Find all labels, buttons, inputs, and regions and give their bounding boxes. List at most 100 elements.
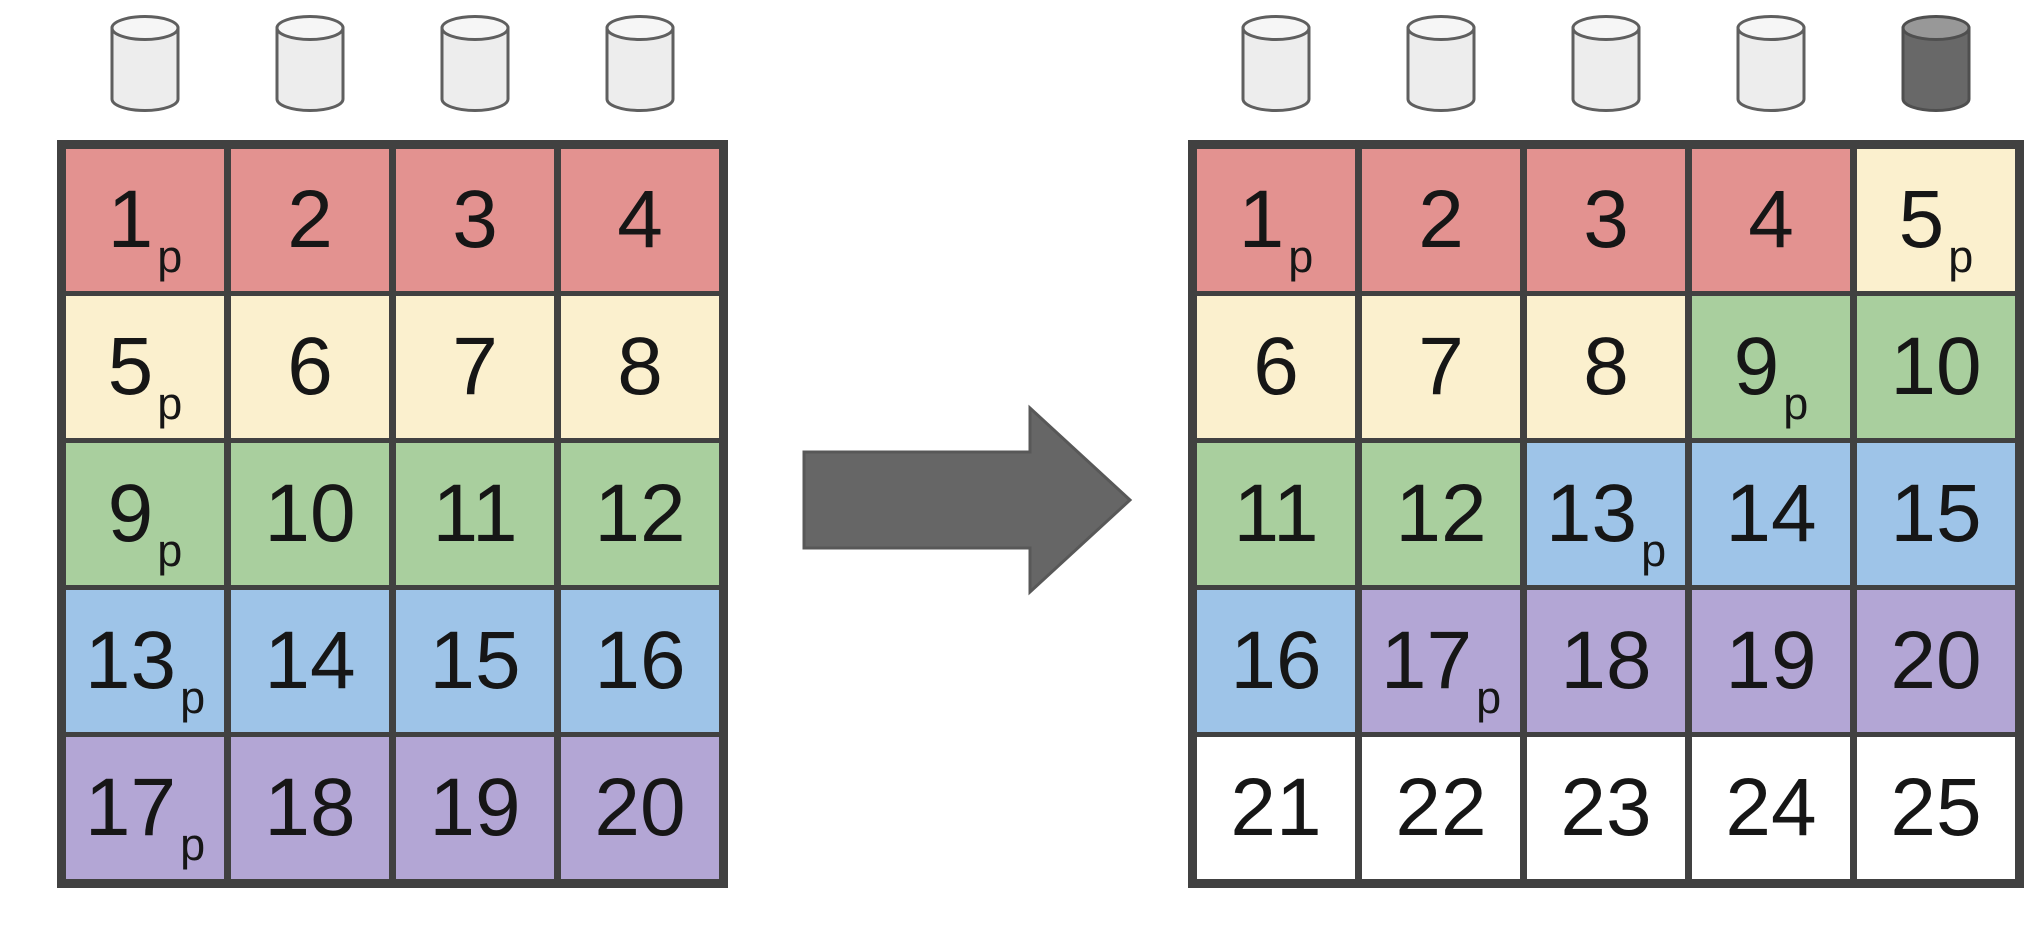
disk-icon <box>275 15 345 112</box>
partition-cell: 8 <box>561 296 719 438</box>
partition-cell: 16 <box>1197 590 1355 732</box>
partition-cell: 4 <box>1692 149 1850 291</box>
partition-cell: 7 <box>396 296 554 438</box>
partition-cell: 10 <box>231 443 389 585</box>
partition-cell: 11 <box>396 443 554 585</box>
partition-cell: 3 <box>396 149 554 291</box>
disk-icon <box>1406 15 1476 112</box>
partition-number: 3 <box>1583 174 1629 265</box>
partition-cell: 6 <box>231 296 389 438</box>
partition-number: 18 <box>264 762 356 853</box>
partition-cell: 14 <box>1692 443 1850 585</box>
partition-cell: 15 <box>396 590 554 732</box>
partition-number: 13 <box>1545 468 1638 559</box>
partition-number: 8 <box>1583 321 1629 412</box>
partition-cell: 15 <box>1857 443 2015 585</box>
partition-number: 23 <box>1560 762 1652 853</box>
partition-number: 1 <box>107 174 154 265</box>
disk-icon <box>440 15 510 112</box>
partition-cell: 7 <box>1362 296 1520 438</box>
primary-subscript: p <box>1783 377 1809 429</box>
partition-number: 19 <box>1725 615 1817 706</box>
partition-cell: 11 <box>1197 443 1355 585</box>
partition-number: 9 <box>1733 321 1780 412</box>
disk-icon <box>1241 15 1311 112</box>
partition-number: 11 <box>432 468 518 559</box>
rebalance-arrow <box>800 400 1135 600</box>
partition-cell: 19 <box>396 737 554 879</box>
primary-subscript: p <box>1476 671 1502 723</box>
primary-subscript: p <box>180 671 206 723</box>
primary-subscript: p <box>157 524 183 576</box>
partition-cell: 19 <box>1692 590 1850 732</box>
partition-number: 10 <box>264 468 356 559</box>
partition-number: 14 <box>1725 468 1817 559</box>
partition-number: 4 <box>1748 174 1794 265</box>
partition-number: 4 <box>617 174 663 265</box>
partition-number: 9 <box>107 468 154 559</box>
partition-number: 24 <box>1725 762 1817 853</box>
partition-number: 20 <box>594 762 686 853</box>
partition-number: 17 <box>1380 615 1473 706</box>
partition-cell: 18 <box>231 737 389 879</box>
partition-cell: 8 <box>1527 296 1685 438</box>
new-disk-icon <box>1901 15 1971 112</box>
partition-number: 25 <box>1890 762 1982 853</box>
partition-number: 19 <box>429 762 521 853</box>
partition-number: 15 <box>1890 468 1982 559</box>
partition-number: 16 <box>594 615 686 706</box>
partition-number: 22 <box>1395 762 1487 853</box>
partition-number: 1 <box>1238 174 1285 265</box>
partition-number: 10 <box>1890 321 1982 412</box>
partition-number: 13 <box>84 615 177 706</box>
partition-number: 2 <box>287 174 333 265</box>
primary-subscript: p <box>1948 230 1974 282</box>
partition-cell: 3 <box>1527 149 1685 291</box>
partition-cell: 24 <box>1692 737 1850 879</box>
partition-cell: 25 <box>1857 737 2015 879</box>
partition-number: 6 <box>1253 321 1299 412</box>
primary-subscript: p <box>157 377 183 429</box>
partition-number: 18 <box>1560 615 1652 706</box>
partition-cell: 22 <box>1362 737 1520 879</box>
primary-subscript: p <box>1641 524 1667 576</box>
partition-number: 17 <box>84 762 177 853</box>
partition-number: 20 <box>1890 615 1982 706</box>
partition-cell: 2 <box>231 149 389 291</box>
partition-number: 14 <box>264 615 356 706</box>
disk-icon <box>110 15 180 112</box>
disk-icon <box>1571 15 1641 112</box>
partition-number: 12 <box>594 468 686 559</box>
after-disk-row <box>1188 14 2024 114</box>
primary-subscript: p <box>180 818 206 870</box>
partition-cell: 2 <box>1362 149 1520 291</box>
partition-number: 15 <box>429 615 521 706</box>
partition-cell: 14 <box>231 590 389 732</box>
partition-number: 3 <box>452 174 498 265</box>
primary-subscript: p <box>1288 230 1314 282</box>
partition-number: 7 <box>452 321 498 412</box>
partition-cell: 6 <box>1197 296 1355 438</box>
partition-number: 16 <box>1230 615 1322 706</box>
partition-cell: 23 <box>1527 737 1685 879</box>
disk-icon <box>1736 15 1806 112</box>
partition-number: 6 <box>287 321 333 412</box>
primary-subscript: p <box>157 230 183 282</box>
partition-cell: 16 <box>561 590 719 732</box>
partition-number: 7 <box>1418 321 1464 412</box>
partition-number: 5 <box>107 321 154 412</box>
partition-number: 2 <box>1418 174 1464 265</box>
partition-cell: 21 <box>1197 737 1355 879</box>
